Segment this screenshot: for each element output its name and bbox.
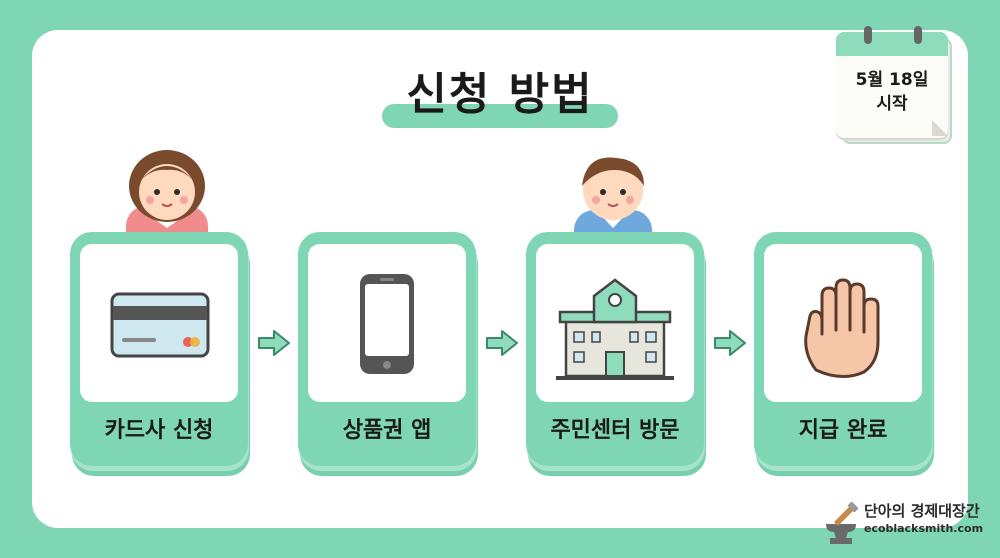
calendar-caption: 시작 bbox=[876, 94, 908, 114]
building-icon bbox=[556, 278, 674, 380]
step-card-gift-app: 상품권 앱 bbox=[298, 232, 478, 476]
calendar-header bbox=[836, 32, 948, 58]
page-title: 신청 방법 bbox=[406, 69, 594, 120]
calendar-date: 5월 18일 bbox=[855, 70, 929, 90]
calendar-ring-icon bbox=[864, 26, 872, 44]
card-icon-area bbox=[308, 244, 466, 402]
watermark-url: ecoblacksmith.com bbox=[864, 522, 984, 535]
step-card-payment-complete: 지급 완료 bbox=[754, 232, 934, 476]
card-body: 지급 완료 bbox=[754, 232, 932, 466]
step-card-community-center: 주민센터 방문 bbox=[526, 232, 706, 476]
card-body: 주민센터 방문 bbox=[526, 232, 704, 466]
arrow-right-icon bbox=[714, 330, 746, 356]
calendar-badge: 5월 18일 시작 bbox=[836, 26, 954, 146]
anvil-logo-icon bbox=[826, 502, 859, 544]
step-label: 지급 완료 bbox=[798, 418, 888, 443]
credit-card-icon bbox=[110, 292, 210, 358]
card-icon-area bbox=[764, 244, 922, 402]
step-card-card-application: 카드사 신청 bbox=[70, 232, 250, 476]
watermark: 단아의 경제대장간 ecoblacksmith.com bbox=[820, 498, 996, 554]
calendar-text: 5월 18일 시작 bbox=[836, 68, 948, 116]
card-icon-area bbox=[80, 244, 238, 402]
step-label: 주민센터 방문 bbox=[550, 418, 680, 443]
arrow-right-icon bbox=[258, 330, 290, 356]
calendar-ring-icon bbox=[914, 26, 922, 44]
hand-icon bbox=[804, 278, 880, 378]
card-icon-area bbox=[536, 244, 694, 402]
card-body: 상품권 앱 bbox=[298, 232, 476, 466]
calendar-page bbox=[836, 56, 948, 138]
smartphone-icon bbox=[360, 274, 414, 374]
card-body: 카드사 신청 bbox=[70, 232, 248, 466]
arrow-right-icon bbox=[486, 330, 518, 356]
title-area: 신청 방법 bbox=[380, 58, 620, 130]
step-label: 카드사 신청 bbox=[104, 418, 214, 443]
calendar-fold bbox=[932, 120, 948, 136]
step-label: 상품권 앱 bbox=[342, 418, 432, 443]
title-highlight bbox=[382, 104, 618, 128]
watermark-brand: 단아의 경제대장간 bbox=[864, 502, 980, 520]
